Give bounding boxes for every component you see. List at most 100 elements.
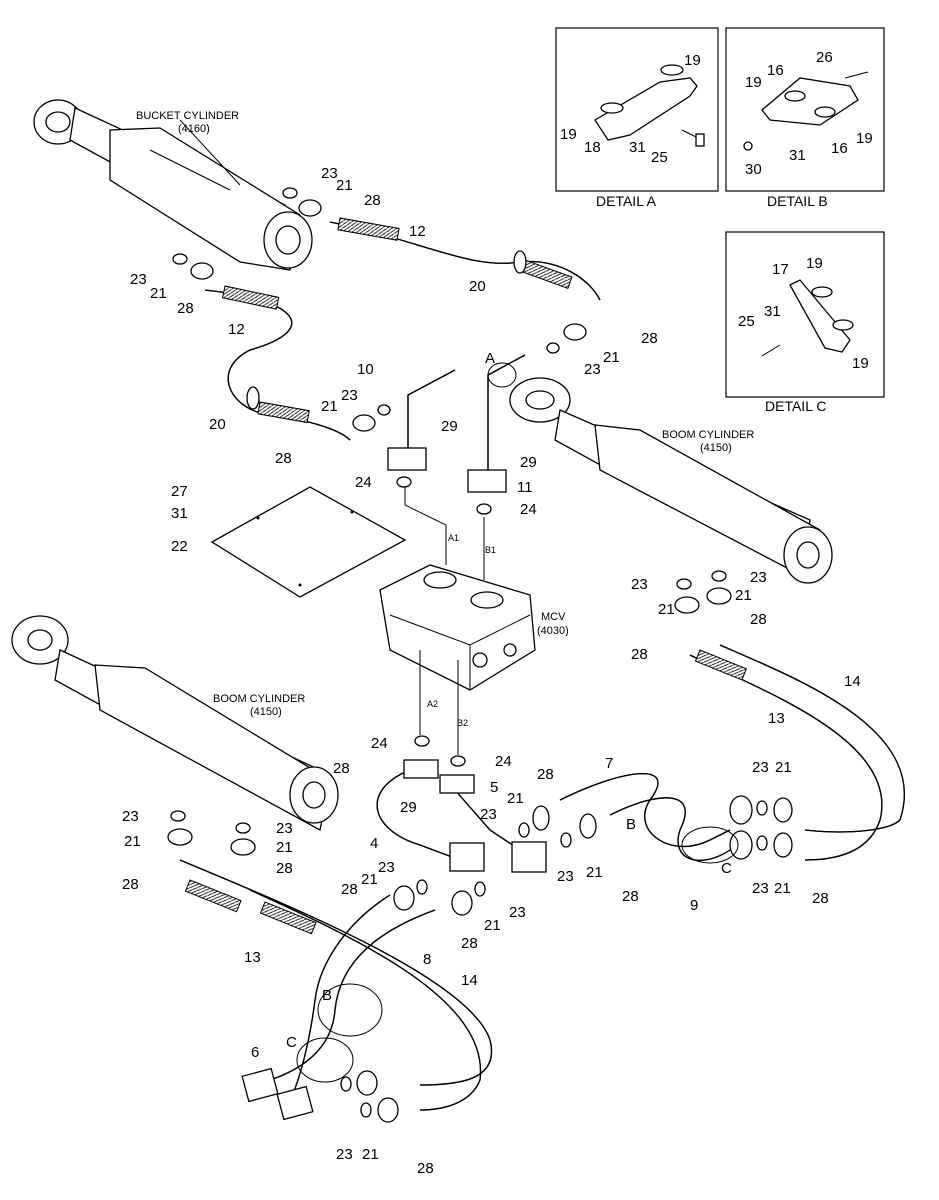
callout-19: 19 [745,74,762,91]
detail-a: 19 19 18 31 25 DETAIL A [555,27,719,209]
svg-text:23: 23 [341,387,358,404]
svg-text:23: 23 [752,759,769,776]
svg-text:23: 23 [752,880,769,897]
svg-text:28: 28 [750,611,767,628]
svg-text:28: 28 [276,860,293,877]
svg-text:29: 29 [400,799,417,816]
svg-text:24: 24 [495,753,512,770]
port-a2: A2 [427,699,438,709]
svg-text:23: 23 [321,165,338,182]
callout-31: 31 [764,303,781,320]
svg-text:13: 13 [768,710,785,727]
detail-markers [296,362,739,1083]
port-a1: A1 [448,533,459,543]
callout-19: 19 [560,126,577,143]
detail-letter-b: B [626,816,636,833]
svg-text:9: 9 [690,897,698,914]
svg-text:28: 28 [364,192,381,209]
svg-text:21: 21 [321,398,338,415]
callout-25: 25 [738,313,755,330]
boom-cylinder-right: BOOM CYLINDER (4150) [509,377,833,584]
svg-text:14: 14 [461,972,478,989]
svg-text:28: 28 [622,888,639,905]
svg-text:23: 23 [509,904,526,921]
svg-text:11: 11 [517,479,533,496]
svg-text:21: 21 [124,833,141,850]
svg-text:10: 10 [357,361,374,378]
svg-text:29: 29 [520,454,537,471]
svg-text:21: 21 [775,759,792,776]
svg-text:20: 20 [209,416,226,433]
callout-19: 19 [806,255,823,272]
svg-text:23: 23 [130,271,147,288]
hoses [179,217,906,1111]
svg-text:28: 28 [461,935,478,952]
callout-19: 19 [852,355,869,372]
svg-text:21: 21 [658,601,675,618]
svg-text:14: 14 [844,673,861,690]
detail-c-caption: DETAIL C [765,398,826,414]
svg-text:23: 23 [276,820,293,837]
svg-text:20: 20 [469,278,486,295]
callouts: 23 21 28 12 20 28 23 21 23 21 28 12 10 2… [122,165,861,1177]
bucket-cylinder-label: BUCKET CYLINDER [136,110,239,122]
svg-text:28: 28 [641,330,658,347]
svg-text:21: 21 [484,917,501,934]
svg-text:21: 21 [361,871,378,888]
svg-text:24: 24 [355,474,372,491]
svg-text:21: 21 [336,177,353,194]
svg-text:24: 24 [371,735,388,752]
svg-text:21: 21 [774,880,791,897]
detail-a-caption: DETAIL A [596,193,657,209]
detail-letter-c: C [721,860,732,877]
callout-25: 25 [651,149,668,166]
svg-text:8: 8 [423,951,431,968]
svg-text:21: 21 [362,1146,379,1163]
svg-text:28: 28 [341,881,358,898]
svg-text:23: 23 [336,1146,353,1163]
callout-16: 16 [767,62,784,79]
callout-19: 19 [684,52,701,69]
svg-text:28: 28 [275,450,292,467]
detail-letter-b: B [322,987,332,1004]
svg-text:22: 22 [171,538,188,555]
detail-b-caption: DETAIL B [767,193,828,209]
svg-text:23: 23 [378,859,395,876]
svg-text:12: 12 [228,321,245,338]
mcv-valve: MCV (4030) [379,564,569,691]
callout-18: 18 [584,139,601,156]
bucket-cylinder: BUCKET CYLINDER (4160) [33,99,313,271]
svg-text:13: 13 [244,949,261,966]
callout-31: 31 [789,147,806,164]
svg-text:23: 23 [631,576,648,593]
detail-letter-a: A [485,350,495,367]
svg-text:6: 6 [251,1044,259,1061]
svg-text:21: 21 [603,349,620,366]
svg-text:24: 24 [520,501,537,518]
cover-plate [210,486,407,598]
svg-text:28: 28 [333,760,350,777]
port-b2: B2 [457,718,468,728]
boom-cylinder-left-code: (4150) [250,706,282,718]
svg-text:29: 29 [441,418,458,435]
svg-text:28: 28 [812,890,829,907]
mcv-code: (4030) [537,625,569,637]
svg-text:28: 28 [177,300,194,317]
svg-text:28: 28 [417,1160,434,1177]
svg-text:23: 23 [557,868,574,885]
mcv-label: MCV [541,611,566,623]
detail-b: 26 16 19 19 31 16 30 DETAIL B [725,27,885,209]
svg-text:21: 21 [150,285,167,302]
svg-text:23: 23 [750,569,767,586]
svg-text:21: 21 [586,864,603,881]
svg-text:7: 7 [605,755,613,772]
detail-c: 17 19 25 31 19 DETAIL C [725,231,885,414]
detail-letter-c: C [286,1034,297,1051]
callout-31: 31 [629,139,646,156]
svg-text:27: 27 [171,483,188,500]
svg-text:23: 23 [480,806,497,823]
svg-text:28: 28 [631,646,648,663]
svg-text:5: 5 [490,779,498,796]
